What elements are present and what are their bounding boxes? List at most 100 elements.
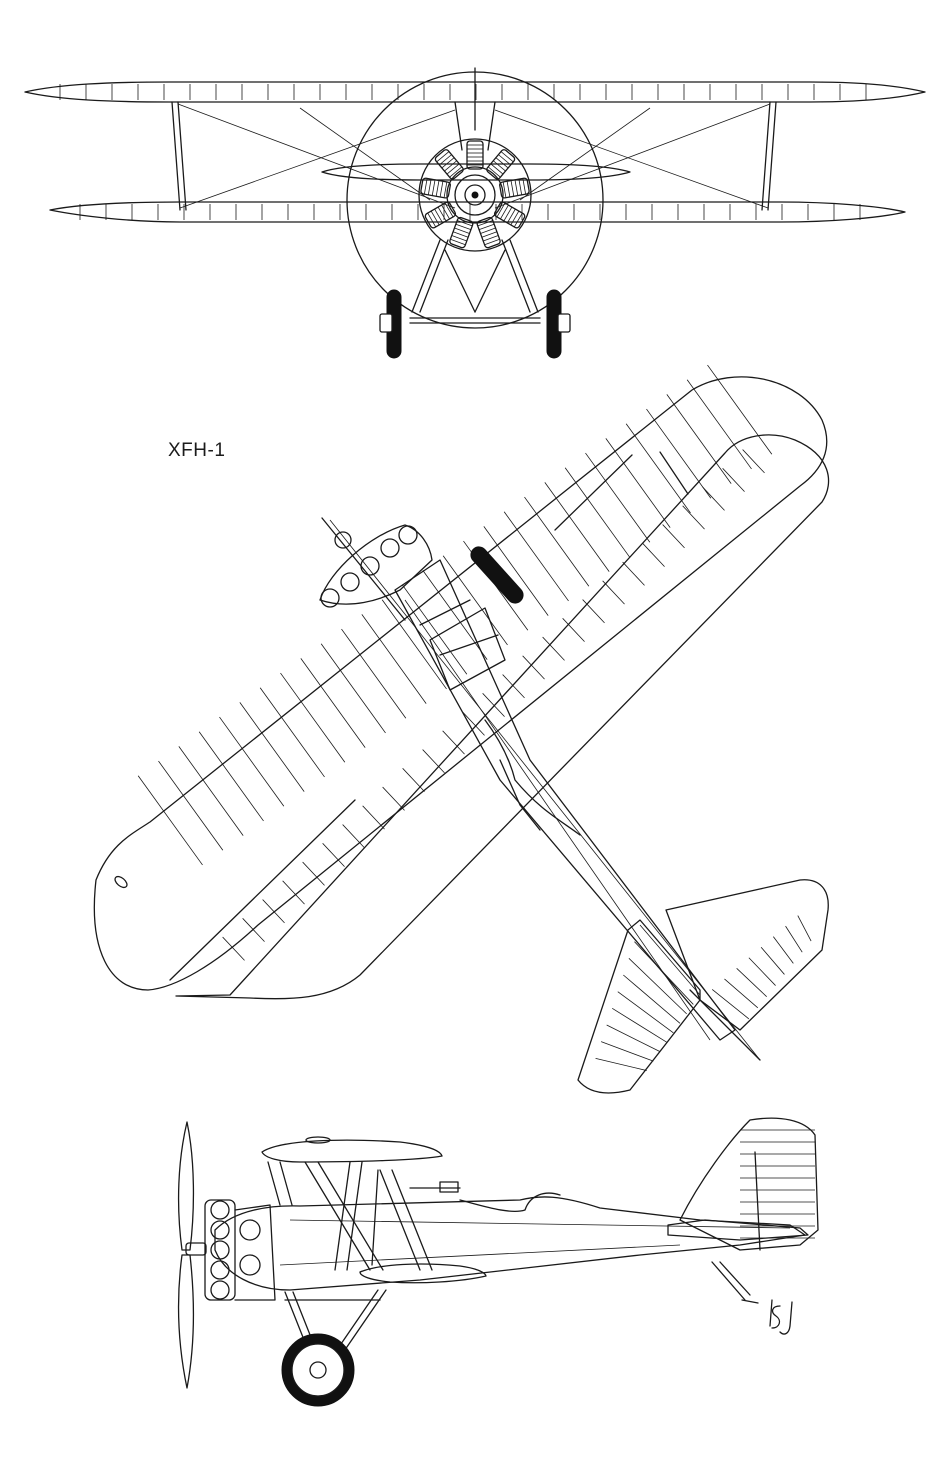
engine-cylinder	[499, 177, 530, 199]
side-fin-rudder	[679, 1117, 819, 1251]
rib-line	[242, 918, 265, 942]
rib-line	[178, 746, 244, 836]
rib-line	[382, 786, 405, 811]
front-radial-engine	[418, 138, 532, 252]
rib-line	[342, 824, 365, 849]
rib-line	[482, 693, 505, 717]
rib-line	[600, 1041, 654, 1062]
rib-line	[282, 880, 305, 905]
rib-line	[724, 978, 759, 1009]
top-view	[93, 364, 830, 1094]
rib-line	[544, 482, 610, 572]
rib-line	[711, 989, 750, 1020]
side-engine	[204, 1199, 276, 1301]
cylinder-fin	[487, 166, 501, 178]
rib-line	[625, 423, 691, 514]
rib-line	[602, 580, 625, 605]
cylinder-fin	[449, 166, 463, 178]
rib-line	[785, 925, 803, 953]
rib-line	[617, 991, 674, 1034]
rib-line	[595, 1057, 647, 1071]
top-upper-wing	[93, 364, 828, 991]
side-propeller	[177, 1121, 207, 1389]
cylinder-fin	[457, 220, 473, 227]
rib-line	[639, 924, 701, 996]
engine-cylinder	[424, 201, 457, 229]
front-upper-wing-ribs	[59, 84, 867, 100]
rib-line	[797, 915, 812, 942]
rib-line	[702, 486, 725, 511]
front-landing-gear	[379, 239, 571, 359]
cylinder-fin	[522, 178, 527, 195]
front-lower-wing	[49, 201, 906, 223]
side-tailplane	[667, 1219, 809, 1241]
side-tail-skid	[711, 1261, 759, 1304]
cylinder-fin	[480, 227, 496, 234]
front-tailplane	[321, 163, 631, 181]
cylinder-fin	[477, 220, 493, 227]
cylinder-fin	[444, 160, 457, 172]
cylinder-fin	[436, 151, 450, 163]
cylinder-fin	[490, 163, 504, 175]
cylinder-fin	[451, 235, 467, 242]
rib-line	[402, 584, 468, 675]
cylinder-fin	[502, 181, 507, 198]
cylinder-fin	[454, 227, 470, 234]
rib-line	[422, 570, 488, 660]
rib-line	[606, 1024, 661, 1053]
cylinder-fin	[427, 212, 437, 228]
rib-line	[612, 1007, 667, 1043]
cylinder-fin	[452, 231, 469, 238]
side-view	[177, 1117, 819, 1407]
rib-line	[503, 511, 569, 602]
front-upper-wing	[24, 81, 926, 103]
rib-line	[222, 936, 245, 961]
cylinder-fin	[496, 202, 506, 218]
rib-line	[722, 468, 745, 492]
cylinder-fin	[441, 204, 450, 220]
side-lower-wing	[359, 1263, 487, 1284]
rib-line	[662, 524, 685, 549]
rib-line	[562, 618, 585, 642]
side-fuselage	[214, 1196, 806, 1291]
top-lower-wing	[175, 434, 830, 1000]
cylinder-fin	[455, 223, 472, 231]
cylinder-fin	[510, 210, 520, 226]
rib-line	[634, 941, 694, 1005]
cylinder-fin	[493, 160, 506, 172]
rib-line	[158, 760, 224, 851]
rib-line	[522, 655, 545, 680]
cylinder-fin	[503, 206, 513, 222]
top-engine	[319, 517, 433, 621]
rib-line	[646, 408, 712, 499]
cylinder-fin	[423, 178, 428, 195]
cylinder-fin	[430, 210, 440, 226]
rib-line	[422, 749, 445, 774]
front-lower-wing-ribs	[79, 204, 861, 220]
cylinder-fin	[446, 163, 460, 175]
top-cabane-struts	[419, 599, 506, 691]
cylinder-fin	[498, 154, 511, 166]
rib-line	[198, 731, 264, 822]
cylinder-fin	[478, 223, 495, 231]
engine-cylinder	[420, 177, 451, 199]
top-tailplane	[577, 879, 829, 1094]
rib-line	[302, 861, 325, 886]
cylinder-fin	[427, 179, 432, 195]
side-upper-wing	[261, 1139, 443, 1163]
rib-line	[666, 394, 732, 484]
cylinder-fin	[506, 181, 511, 198]
cylinder-fin	[435, 180, 440, 197]
top-fuselage	[329, 519, 761, 1061]
rib-line	[748, 957, 776, 986]
rib-line	[322, 843, 345, 867]
cylinder-fin	[514, 179, 519, 196]
cylinder-fin	[434, 208, 443, 224]
rib-line	[686, 379, 752, 470]
rib-line	[742, 449, 765, 474]
rib-line	[300, 658, 366, 748]
cylinder-fin	[441, 157, 455, 169]
rib-line	[628, 958, 687, 1015]
cylinder-fin	[500, 204, 509, 220]
rib-line	[381, 599, 447, 690]
